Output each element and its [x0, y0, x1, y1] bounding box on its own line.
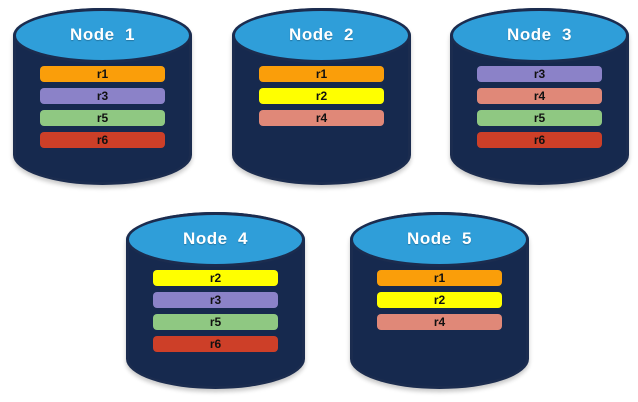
- replica-list: r1 r2 r4: [258, 66, 385, 127]
- replica-bar[interactable]: r5: [152, 314, 279, 331]
- replica-bar[interactable]: r6: [39, 132, 166, 149]
- cylinder-top-ellipse: [350, 212, 529, 267]
- cylinder-top-ellipse: [13, 8, 192, 63]
- replica-list: r1 r3 r5 r6: [39, 66, 166, 149]
- replica-list: r2 r3 r5 r6: [152, 270, 279, 353]
- replica-bar[interactable]: r4: [476, 88, 603, 105]
- replica-bar[interactable]: r4: [258, 110, 385, 127]
- replica-bar[interactable]: r2: [152, 270, 279, 287]
- replica-bar[interactable]: r1: [258, 66, 385, 83]
- replica-bar[interactable]: r1: [376, 270, 503, 287]
- replica-bar[interactable]: r3: [476, 66, 603, 83]
- replica-bar[interactable]: r3: [152, 292, 279, 309]
- replica-bar[interactable]: r5: [476, 110, 603, 127]
- cylinder-top-ellipse: [126, 212, 305, 267]
- replica-list: r3 r4 r5 r6: [476, 66, 603, 149]
- replica-list: r1 r2 r4: [376, 270, 503, 331]
- replica-bar[interactable]: r4: [376, 314, 503, 331]
- replica-bar[interactable]: r3: [39, 88, 166, 105]
- replica-bar[interactable]: r6: [152, 336, 279, 353]
- cylinder-top-ellipse: [450, 8, 629, 63]
- replica-bar[interactable]: r5: [39, 110, 166, 127]
- cylinder-top-ellipse: [232, 8, 411, 63]
- replica-bar[interactable]: r6: [476, 132, 603, 149]
- replica-bar[interactable]: r1: [39, 66, 166, 83]
- replica-bar[interactable]: r2: [376, 292, 503, 309]
- replica-bar[interactable]: r2: [258, 88, 385, 105]
